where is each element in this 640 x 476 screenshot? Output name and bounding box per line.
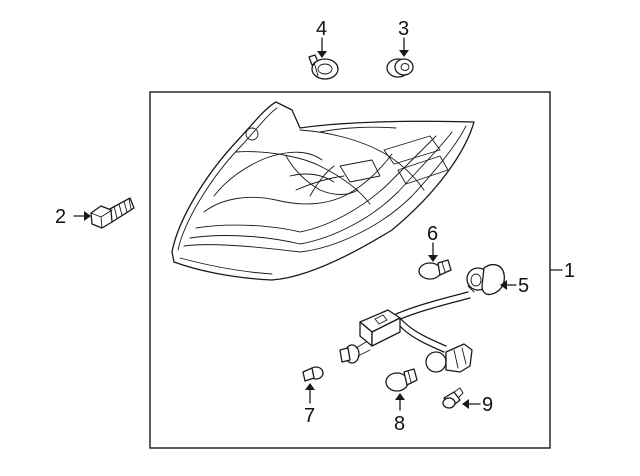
part-7-bulb[interactable] — [302, 366, 324, 382]
part-5-socket[interactable] — [466, 263, 506, 296]
tail-lamp-housing[interactable] — [171, 101, 475, 281]
part-3-nut[interactable] — [386, 58, 414, 78]
callout-label-6: 6 — [427, 223, 438, 245]
arrow-icon — [462, 399, 469, 409]
part-8-bulb[interactable] — [385, 368, 418, 392]
arrow-icon — [317, 51, 327, 58]
arrow-icon — [399, 50, 409, 57]
arrow-icon — [84, 211, 91, 221]
callout-label-7: 7 — [304, 405, 315, 427]
wire-harness[interactable] — [339, 291, 473, 373]
arrow-icon — [500, 280, 507, 290]
arrow-icon — [395, 393, 405, 400]
part-9-bulb[interactable] — [442, 387, 464, 409]
part-4-grommet[interactable] — [308, 54, 339, 80]
part-2-bolt[interactable] — [90, 197, 135, 229]
callout-label-1: 1 — [564, 260, 575, 282]
part-6-bulb[interactable] — [418, 259, 452, 280]
arrow-icon — [428, 255, 438, 262]
callout-label-5: 5 — [518, 275, 529, 297]
callout-label-4: 4 — [316, 18, 327, 40]
leader-lines — [73, 37, 563, 411]
callout-label-8: 8 — [394, 413, 405, 435]
callout-label-3: 3 — [398, 18, 409, 40]
callout-label-9: 9 — [482, 394, 493, 416]
arrow-icon — [305, 383, 315, 390]
callout-label-2: 2 — [55, 206, 66, 228]
